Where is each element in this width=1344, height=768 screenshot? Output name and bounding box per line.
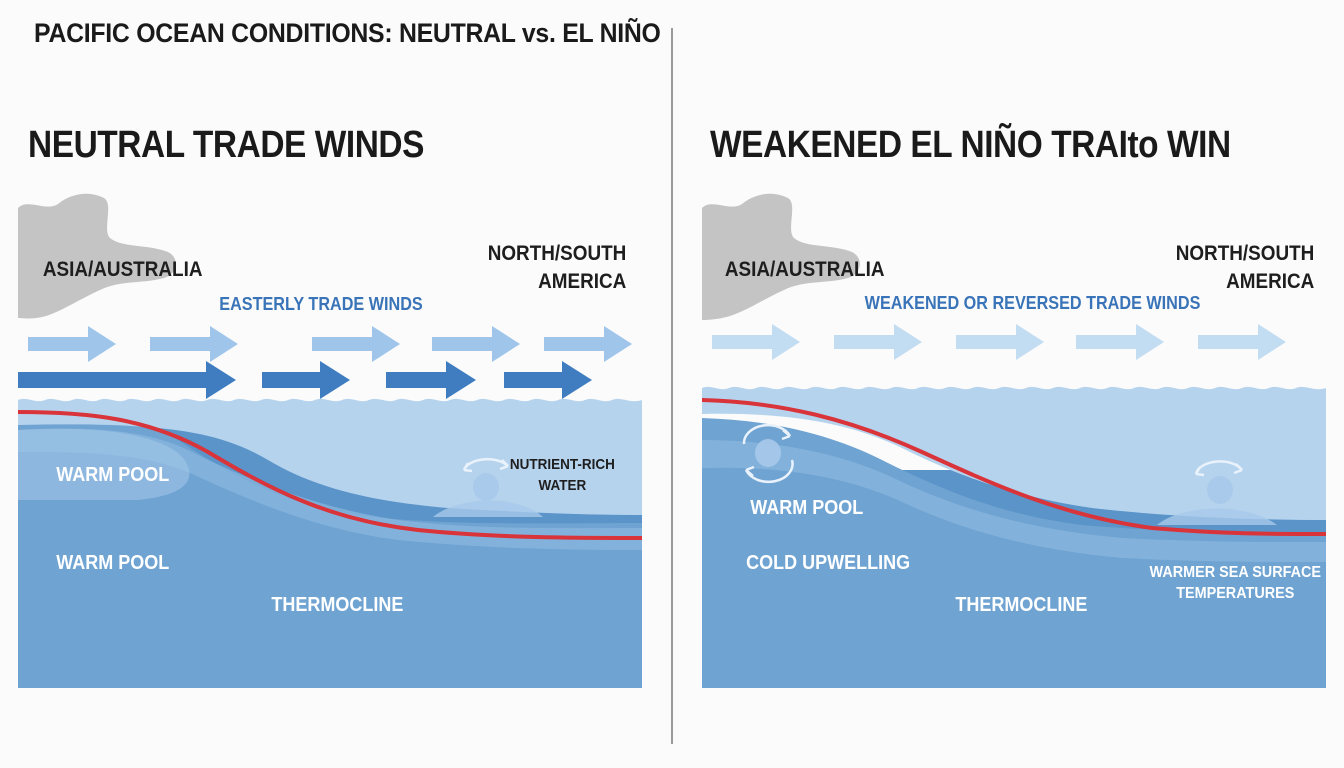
el-nino-upwelling-label: COLD UPWELLING bbox=[746, 552, 911, 574]
neutral-america-line-2: AMERICA bbox=[538, 270, 627, 293]
el-nino-thermocline-label: THERMOCLINE bbox=[955, 594, 1088, 616]
asia-australia-landmass bbox=[702, 193, 860, 320]
el-nino-winds-label: WEAKENED OR REVERSED TRADE WINDS bbox=[864, 293, 1201, 313]
neutral-diagram-graphic bbox=[18, 193, 642, 688]
neutral-america-line-1: NORTH/SOUTH bbox=[487, 242, 627, 265]
neutral-thermocline-label: THERMOCLINE bbox=[271, 594, 404, 616]
panel-divider bbox=[671, 28, 673, 744]
trade-wind-arrows-light bbox=[28, 326, 632, 362]
neutral-warm-pool-label: WARM POOL bbox=[56, 464, 170, 486]
thermocline-line bbox=[18, 410, 642, 540]
el-nino-diagram: ASIA/AUSTRALIA NORTH/SOUTH AMERICA WEAKE… bbox=[702, 190, 1326, 690]
neutral-asia-label: ASIA/AUSTRALIA bbox=[42, 258, 203, 281]
nutrient-mound bbox=[433, 500, 543, 517]
upwelling-mound bbox=[1157, 508, 1277, 525]
trade-wind-arrows-strong bbox=[18, 361, 592, 399]
neutral-winds-label: EASTERLY TRADE WINDS bbox=[219, 294, 423, 314]
el-nino-warmer-line-2: TEMPERATURES bbox=[1176, 585, 1295, 602]
neutral-warm-pool-label-2: WARM POOL bbox=[56, 552, 170, 574]
upwelling-figure-left bbox=[755, 439, 781, 467]
mid-band bbox=[702, 440, 1326, 562]
ocean-water bbox=[18, 398, 642, 688]
asia-australia-landmass bbox=[18, 193, 176, 319]
neutral-panel-title: NEUTRAL TRADE WINDS bbox=[28, 124, 425, 166]
neutral-nutrient-label: NUTRIENT-RICH WATER bbox=[510, 454, 615, 496]
weakened-wind-arrows bbox=[712, 324, 1286, 360]
el-nino-panel-title: WEAKENED EL NIÑO TRAIto WIN bbox=[710, 124, 1231, 166]
page-title: PACIFIC OCEAN CONDITIONS: NEUTRAL vs. EL… bbox=[34, 18, 661, 48]
el-nino-america-label: NORTH/SOUTH AMERICA bbox=[1176, 240, 1315, 296]
upwelling-figure-right bbox=[1207, 476, 1233, 504]
mid-water bbox=[702, 418, 1326, 688]
neutral-diagram: ASIA/AUSTRALIA NORTH/SOUTH AMERICA EASTE… bbox=[18, 190, 642, 690]
cold-upwelling-icon bbox=[742, 423, 794, 484]
el-nino-diagram-graphic bbox=[702, 193, 1326, 688]
thermocline-line bbox=[702, 398, 1326, 536]
neutral-nutrient-line-1: NUTRIENT-RICH bbox=[509, 456, 615, 473]
warm-upwelling-icon bbox=[1194, 460, 1244, 477]
el-nino-warm-pool-label: WARM POOL bbox=[750, 497, 864, 519]
el-nino-america-line-1: NORTH/SOUTH bbox=[1175, 242, 1315, 265]
nutrient-upwelling-icon bbox=[462, 457, 509, 473]
surface-water bbox=[702, 386, 1326, 520]
el-nino-asia-label: ASIA/AUSTRALIA bbox=[724, 258, 885, 281]
neutral-nutrient-line-2: WATER bbox=[538, 477, 587, 494]
el-nino-warmer-label: WARMER SEA SURFACE TEMPERATURES bbox=[1150, 562, 1321, 604]
upwelling-figure bbox=[473, 473, 499, 501]
neutral-america-label: NORTH/SOUTH AMERICA bbox=[488, 240, 627, 296]
ocean-water bbox=[702, 386, 1326, 688]
el-nino-warmer-line-1: WARMER SEA SURFACE bbox=[1149, 564, 1322, 581]
el-nino-america-line-2: AMERICA bbox=[1226, 270, 1315, 293]
warm-pool-bulge bbox=[18, 428, 190, 500]
